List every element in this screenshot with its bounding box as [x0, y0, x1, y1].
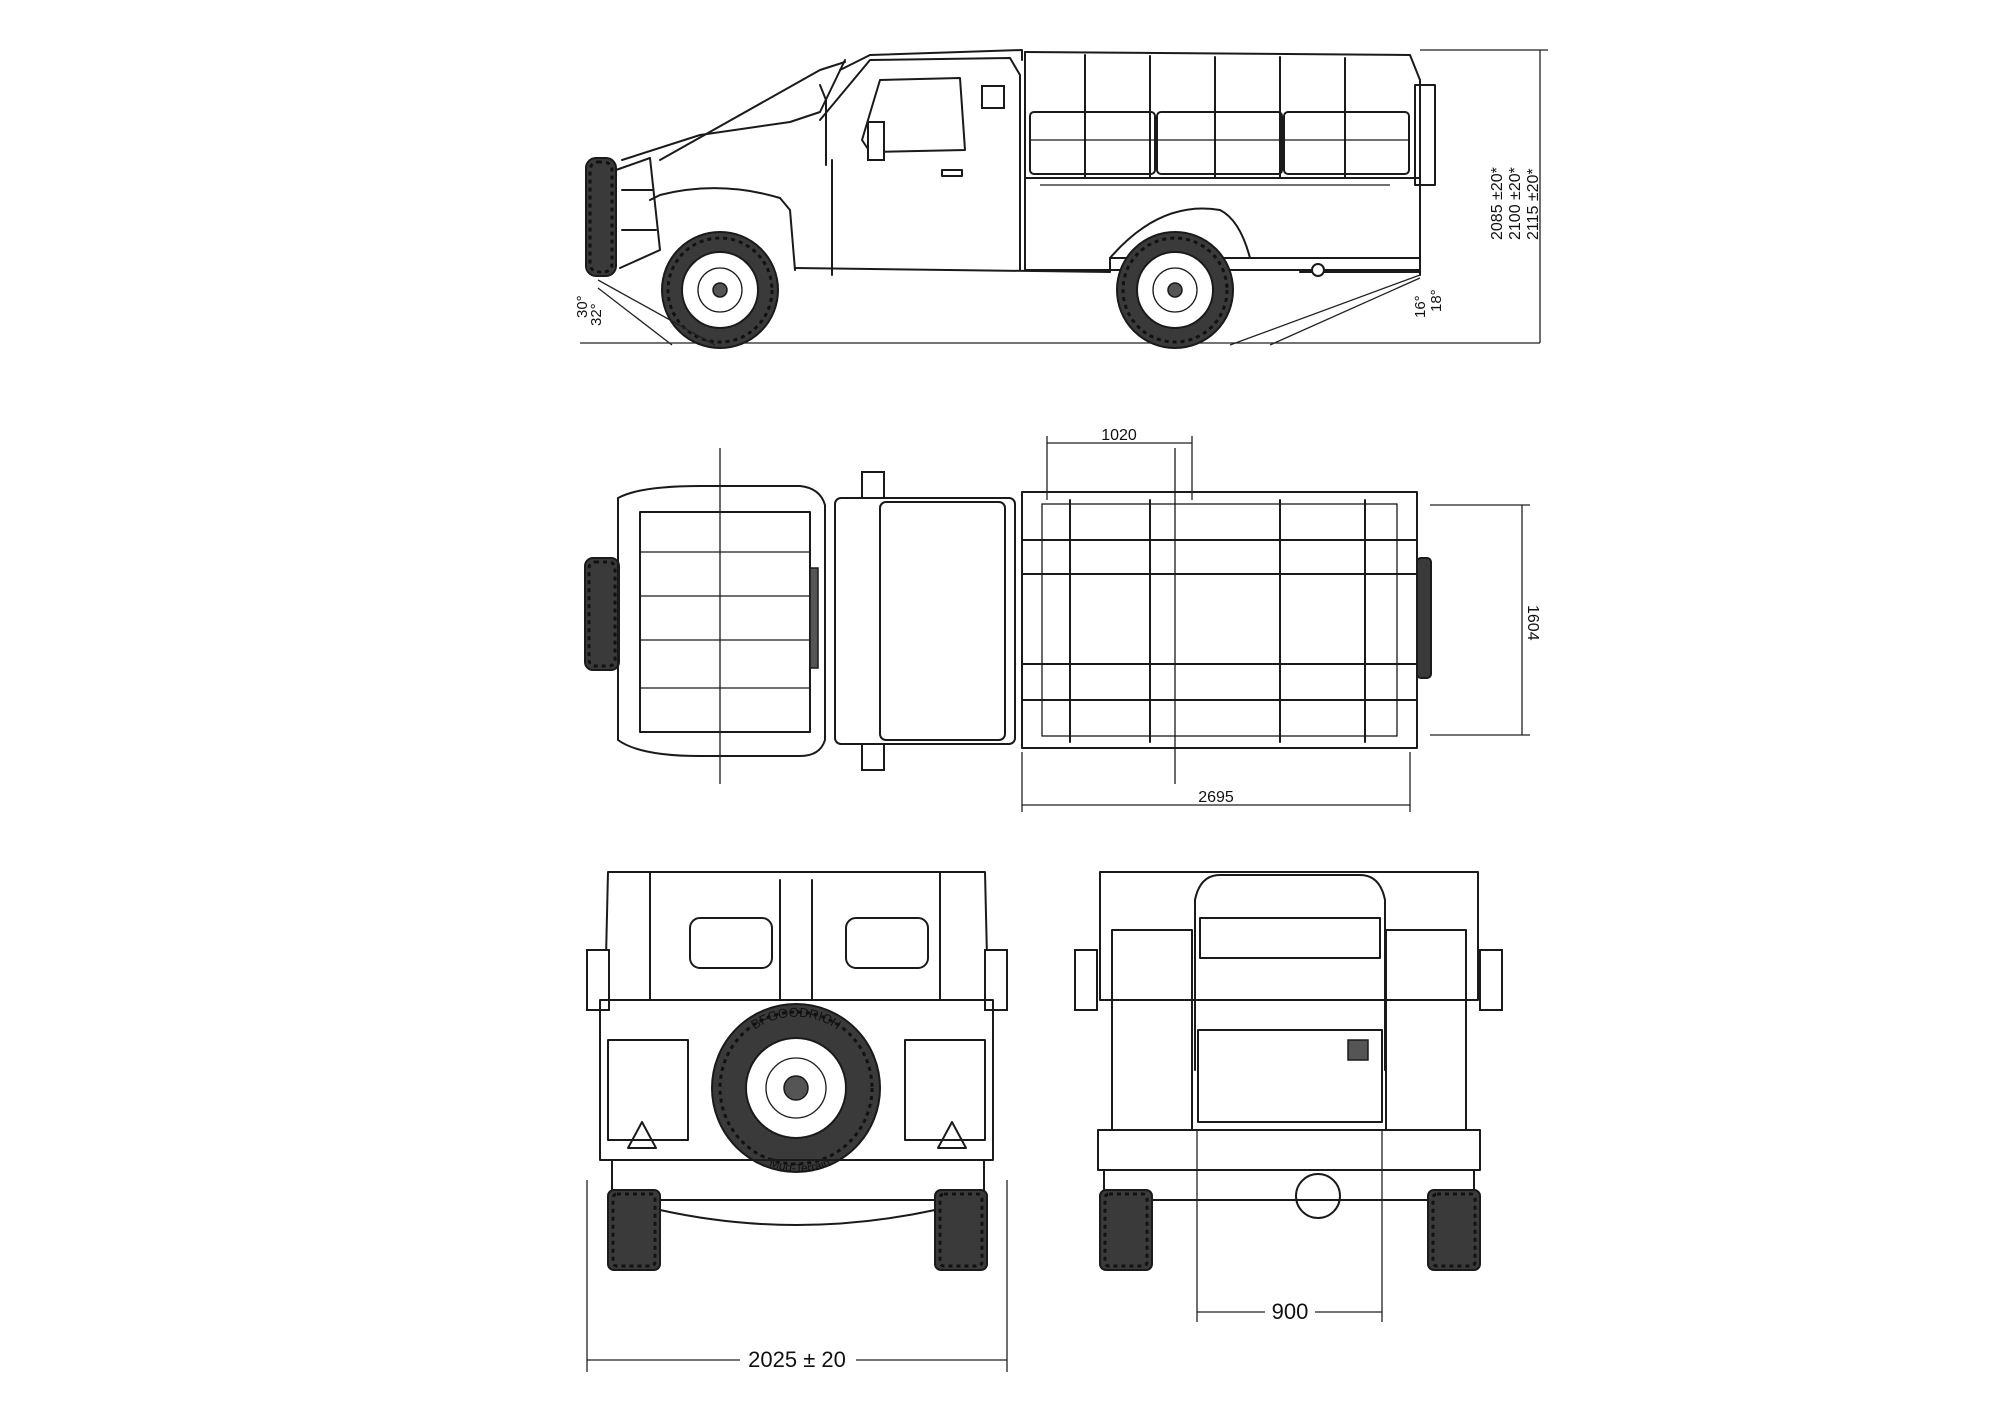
height-label-2: 2100 ±20* — [1507, 167, 1524, 240]
rear-view-mirror-right — [984, 949, 1008, 1011]
rear-roll-cage — [604, 871, 989, 1001]
rear-ladder-right — [904, 1039, 986, 1141]
top-mirror-left — [861, 471, 885, 499]
front-view-wheel-left — [1099, 1189, 1153, 1271]
cab-outline — [819, 57, 1021, 271]
approach-angle-2: 32° — [588, 303, 605, 326]
front-bumper-frame — [615, 157, 661, 269]
cab-window — [861, 77, 966, 153]
rear-axle — [659, 1209, 936, 1226]
front-bumper — [1097, 1129, 1481, 1171]
rear-view-seat-right — [845, 917, 929, 969]
rear-ladder-left — [607, 1039, 689, 1141]
front-view-mirror-right — [1479, 949, 1503, 1011]
door-handle — [941, 169, 963, 177]
front-side-ladder-left — [1111, 929, 1193, 1131]
front-differential — [1295, 1173, 1341, 1219]
front-fender — [649, 187, 796, 271]
cab-light — [981, 85, 1005, 109]
height-labels: 2085 ±20* 2100 ±20* 2115 ±20* — [1489, 167, 1542, 240]
front-view: 900 — [1074, 871, 1503, 1324]
reflector-right — [937, 1121, 967, 1149]
departure-angle-2: 18° — [1428, 289, 1445, 312]
rear-view-wheel-right — [934, 1189, 988, 1271]
height-label-3: 2115 ±20* — [1525, 168, 1542, 240]
top-view: 1020 2695 1604 — [584, 427, 1541, 812]
bench-seat-1 — [1029, 111, 1156, 175]
top-rear-tire — [1416, 557, 1432, 679]
snorkel — [819, 84, 827, 166]
front-windshield — [1199, 917, 1381, 959]
front-roll-cage — [1099, 871, 1479, 1001]
overall-width-label: 2025 ± 20 — [748, 1347, 846, 1372]
tow-hitch — [1311, 263, 1325, 277]
rear-fender — [1109, 207, 1251, 259]
top-cab-roof — [834, 497, 1016, 745]
departure-angle-labels: 16° 18° — [1412, 289, 1445, 318]
departure-angle-1: 16° — [1412, 295, 1429, 318]
departure-line — [1229, 274, 1421, 346]
top-mirror-right — [861, 743, 885, 771]
rear-view-seat-left — [689, 917, 773, 969]
front-grille-panel — [1197, 1029, 1383, 1123]
rear-view: BFGOODRICH Mud-Terrain 2025 ± 20 — [586, 871, 1008, 1372]
front-side-ladder-right — [1385, 929, 1467, 1131]
track-label: 900 — [1272, 1299, 1309, 1324]
height-label-1: 2085 ±20* — [1489, 167, 1506, 240]
top-grille-vent — [809, 567, 819, 669]
bed-width-label: 1604 — [1524, 605, 1541, 641]
rear-bumper — [611, 1159, 985, 1201]
bench-spacing-label: 1020 — [1101, 427, 1137, 444]
rear-view-wheel-left — [607, 1189, 661, 1271]
approach-line — [597, 279, 716, 346]
approach-angle-labels: 30° 32° — [574, 295, 605, 326]
bench-seat-2 — [1156, 111, 1283, 175]
side-view: 2085 ±20* 2100 ±20* 2115 ±20* 30° 32° 16… — [574, 49, 1548, 349]
approach-angle-1: 30° — [574, 295, 591, 318]
reflector-left — [627, 1121, 657, 1149]
bench-seat-3 — [1283, 111, 1410, 175]
front-view-wheel-right — [1427, 1189, 1481, 1271]
rear-ladder — [1414, 84, 1436, 186]
side-mirror — [867, 121, 885, 161]
top-hood-cage — [617, 485, 826, 757]
front-view-mirror-left — [1074, 949, 1098, 1011]
cargo-frame-top-rail — [1024, 51, 1421, 179]
front-spare-tire — [585, 157, 617, 277]
cargo-length-label: 2695 — [1198, 789, 1234, 806]
rear-view-mirror-left — [586, 949, 610, 1011]
hood-outline — [621, 59, 846, 161]
top-cargo-bed — [1021, 491, 1418, 749]
cab-roll-bar — [839, 49, 1023, 71]
